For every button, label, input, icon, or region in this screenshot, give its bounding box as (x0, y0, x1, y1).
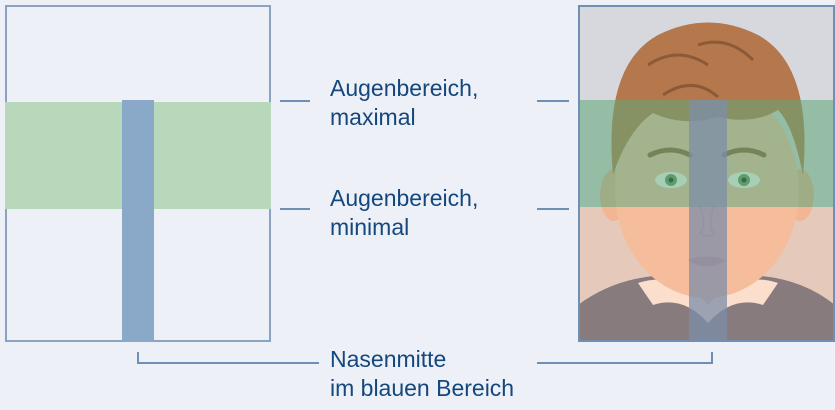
nose-label: Nasenmitte im blauen Bereich (330, 345, 514, 403)
nose-label-line2: im blauen Bereich (330, 375, 515, 401)
nose-center-band (122, 100, 154, 342)
eye-max-tick-right (537, 100, 569, 102)
portrait-frame (578, 5, 835, 342)
eye-min-label-line1: Augenbereich, (330, 185, 479, 211)
eye-max-label: Augenbereich, maximal (330, 74, 478, 132)
nose-bracket-right (537, 352, 713, 364)
nose-label-line1: Nasenmitte (330, 346, 447, 372)
child-portrait (578, 5, 835, 342)
nose-center-overlay (689, 100, 727, 342)
collar (638, 279, 778, 323)
nose-bracket-left (137, 352, 319, 364)
eye-min-label: Augenbereich, minimal (330, 184, 478, 242)
eye-min-tick-right (537, 208, 569, 210)
eye-max-tick-left (280, 100, 310, 102)
hair (611, 22, 805, 175)
eye-max-label-line1: Augenbereich, (330, 75, 479, 101)
eye-min-tick-left (280, 208, 310, 210)
eye-min-label-line2: minimal (330, 214, 410, 240)
eye-max-label-line2: maximal (330, 104, 416, 130)
